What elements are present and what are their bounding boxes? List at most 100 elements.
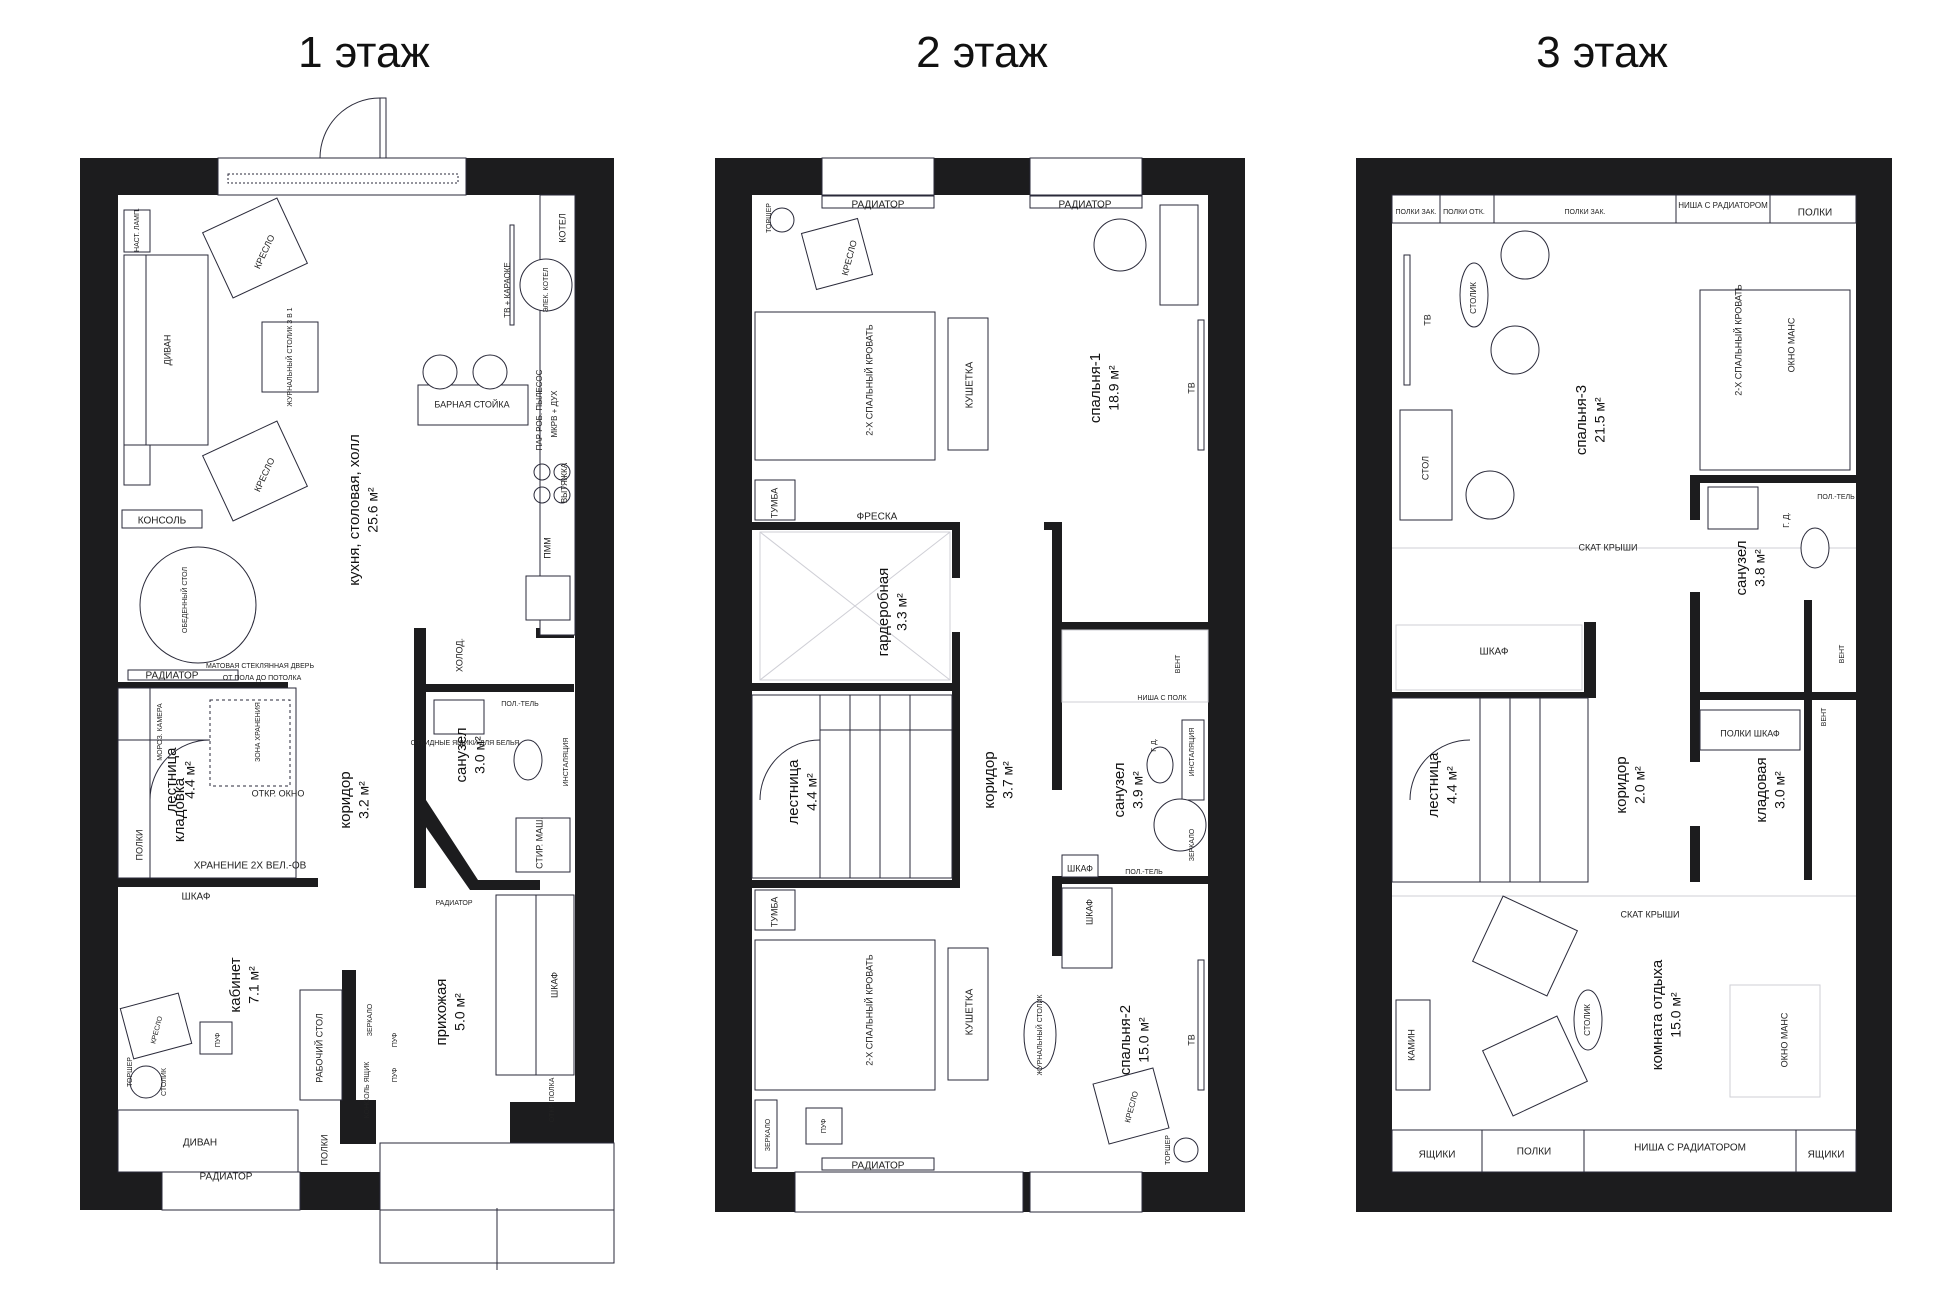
floor-1-furniture-label: РАБОЧИЙ СТОЛ bbox=[313, 1013, 324, 1083]
floor-2-furniture-label: ПОЛ.-ТЕЛЬ bbox=[1125, 869, 1163, 876]
floor-2-wall-2 bbox=[952, 522, 960, 578]
floor-3-furniture-label: ОКНО МАНС bbox=[1786, 317, 1796, 372]
floor-3-wall-8 bbox=[1584, 622, 1596, 692]
floor-1-office-chair bbox=[119, 992, 193, 1060]
floor-2-wall-5 bbox=[752, 880, 960, 888]
floor-2-wall-7 bbox=[1052, 522, 1062, 790]
floor-1-wall-diagonal bbox=[414, 800, 540, 890]
floor-1-furniture-label: ОТ ПОЛА ДО ПОТОЛКА bbox=[223, 675, 302, 682]
floor-2-room-name: лестница bbox=[785, 759, 802, 825]
floor-1-furniture-label: ЭЛЕК. КОТЕЛ bbox=[543, 267, 550, 312]
floor-2-radiator-1 bbox=[821, 195, 935, 209]
floor-3-furniture-label: ПОЛ.-ТЕЛЬ bbox=[1817, 494, 1855, 501]
floor-1-furniture-label: ХРАНЕНИЕ 2Х ВЕЛ.-ОВ bbox=[194, 861, 307, 872]
floor-2-furniture-label: НИША С ПОЛК bbox=[1137, 695, 1187, 702]
floor-1-plan bbox=[80, 97, 615, 1270]
floor-2-toilet bbox=[1146, 746, 1174, 784]
floor-1-room-name: коридор bbox=[337, 771, 354, 828]
floor-3-shelf-strip-top bbox=[1391, 194, 1857, 224]
floor-3-wall-1 bbox=[1690, 475, 1856, 483]
floor-1-furniture-label: ШКАФ bbox=[549, 972, 559, 998]
floor-2-bed-2 bbox=[754, 939, 936, 1091]
floor-1-furniture-label: ПАР РОБ. ПЫЛЕСОС bbox=[535, 369, 544, 450]
floor-3-room-area: 4.4 м² bbox=[1444, 766, 1460, 804]
floor-2-stair-curve bbox=[759, 739, 821, 801]
floor-3-wall-9 bbox=[1392, 692, 1596, 698]
floor-2-furniture-label: РАДИАТОР bbox=[852, 200, 905, 211]
floor-3-fireplace bbox=[1395, 999, 1431, 1091]
floor-1-furniture-label: ТОРШЕР bbox=[127, 1057, 134, 1087]
floor-2-shkaf-small bbox=[1061, 854, 1099, 878]
floor-1-furniture-label: ПОЛКИ bbox=[319, 1135, 329, 1166]
floor-1-stair-curve bbox=[149, 739, 211, 801]
floor-2-room-name: санузел bbox=[1111, 763, 1128, 818]
floor-1-furniture-label: ШКАФ bbox=[182, 892, 211, 903]
floor-2-furniture-label: ТВ bbox=[1186, 1034, 1196, 1046]
floor-3-furniture-label: Г. Д. bbox=[1782, 512, 1791, 527]
floor-3-room-area: 2.0 м² bbox=[1632, 766, 1648, 804]
floor-3-furniture-label: ПОЛКИ ЗАК. bbox=[1565, 209, 1606, 216]
floor-2-furniture-label: КУШЕТКА bbox=[965, 988, 976, 1035]
floor-2-room-area: 3.7 м² bbox=[1000, 761, 1016, 799]
floor-1-room-area: 4.4 м² bbox=[182, 761, 198, 799]
floor-2-window-top-1 bbox=[821, 157, 935, 196]
floor-3-furniture-label: СТОЛИК bbox=[1583, 1004, 1592, 1036]
floor-3-furniture-label: СКАТ КРЫШИ bbox=[1621, 909, 1680, 919]
floor-3-wall-7 bbox=[1804, 600, 1812, 880]
floor-1-office-sofa bbox=[117, 1109, 299, 1173]
floor-3-wall-2 bbox=[1690, 475, 1700, 520]
floor-3-bed bbox=[1699, 289, 1851, 471]
floor-3-armchair-2 bbox=[1481, 1015, 1589, 1117]
floor-3-room-area: 3.0 м² bbox=[1772, 771, 1788, 809]
floor-1-hob-1 bbox=[533, 463, 551, 481]
floor-3-room-name: санузел bbox=[1733, 541, 1750, 596]
floor-3-shelf-strip-bottom bbox=[1391, 1129, 1857, 1173]
floor-1-furniture-label: РАДИАТОР bbox=[146, 671, 199, 682]
floor-1-room-name: прихожая bbox=[433, 979, 450, 1046]
floor-1-furniture-label: ЗЕРКАЛО bbox=[367, 1003, 374, 1036]
floor-1-lamp-2 bbox=[123, 444, 151, 486]
floor-3-tv bbox=[1403, 254, 1411, 386]
floor-2-radiator-2 bbox=[1029, 195, 1143, 209]
floor-3-room-area: 3.8 м² bbox=[1752, 549, 1768, 587]
floor-1-room-name: лестница bbox=[163, 747, 180, 813]
floor-2-furniture-label: ПУФ bbox=[821, 1119, 828, 1134]
floor-1-radiator-mid bbox=[127, 669, 239, 681]
floor-2-installation bbox=[1181, 719, 1205, 801]
floor-1-console bbox=[121, 509, 203, 529]
floor-1-room-name: санузел bbox=[453, 728, 470, 783]
floor-2-window-bottom-1 bbox=[794, 1171, 1024, 1213]
floor-3-lounge-table bbox=[1573, 989, 1603, 1051]
floor-1-furniture-label: МКРВ + ДУХ bbox=[550, 390, 559, 438]
floor-2-mirror bbox=[754, 1099, 778, 1169]
floor-1-hob-2 bbox=[553, 463, 571, 481]
floor-1-furniture-label: ПУФ bbox=[215, 1033, 222, 1048]
floor-2-armchair-2 bbox=[1092, 1067, 1170, 1145]
floor-2-furniture-label: ФРЕСКА bbox=[857, 512, 898, 523]
floor-1-armchair-1 bbox=[201, 197, 309, 299]
floor-2-wall-10 bbox=[1052, 876, 1062, 956]
floor-1-furniture-label: ХОЛОД. bbox=[454, 638, 464, 672]
floor-3-furniture-label: ШКАФ bbox=[1480, 647, 1509, 658]
floor-3-chair-1 bbox=[1500, 230, 1550, 280]
floor-2-wall-4 bbox=[952, 632, 960, 887]
floor-1-furniture-label: ОТКР. ОКНО bbox=[252, 788, 305, 798]
floor-1-furniture-label: ТВ + КАРАОКЕ bbox=[503, 262, 512, 318]
floor-1-furniture-label: ЖУРНАЛЬНЫЙ СТОЛИК 3 В 1 bbox=[285, 307, 294, 406]
floor-1-room-area: 25.6 м² bbox=[365, 487, 381, 533]
floor-1-wall-stair-top bbox=[118, 682, 288, 688]
floor-3-room-name: коридор bbox=[1613, 756, 1630, 813]
floor-2-round-stool bbox=[1093, 218, 1147, 272]
floor-1-dining-table bbox=[139, 546, 257, 664]
floor-1-room-name: кабинет bbox=[227, 957, 244, 1012]
floor-2-furniture-label: Г. Д. bbox=[1151, 738, 1158, 752]
floor-1-storage bbox=[209, 699, 291, 787]
floor-3-furniture-label: СТОЛ bbox=[1420, 456, 1430, 480]
floor-1-outer-wall bbox=[80, 158, 614, 1210]
floor-1-furniture-label: РАДИАТОР bbox=[200, 1172, 253, 1183]
floor-2-stair-area bbox=[751, 694, 953, 879]
floor-1-bar-stool-2 bbox=[472, 354, 508, 390]
floor-1-bar-stool-1 bbox=[422, 354, 458, 390]
floor-2-kushetka-1 bbox=[947, 317, 989, 451]
floor-3-furniture-label: СКАТ КРЫШИ bbox=[1579, 542, 1638, 552]
